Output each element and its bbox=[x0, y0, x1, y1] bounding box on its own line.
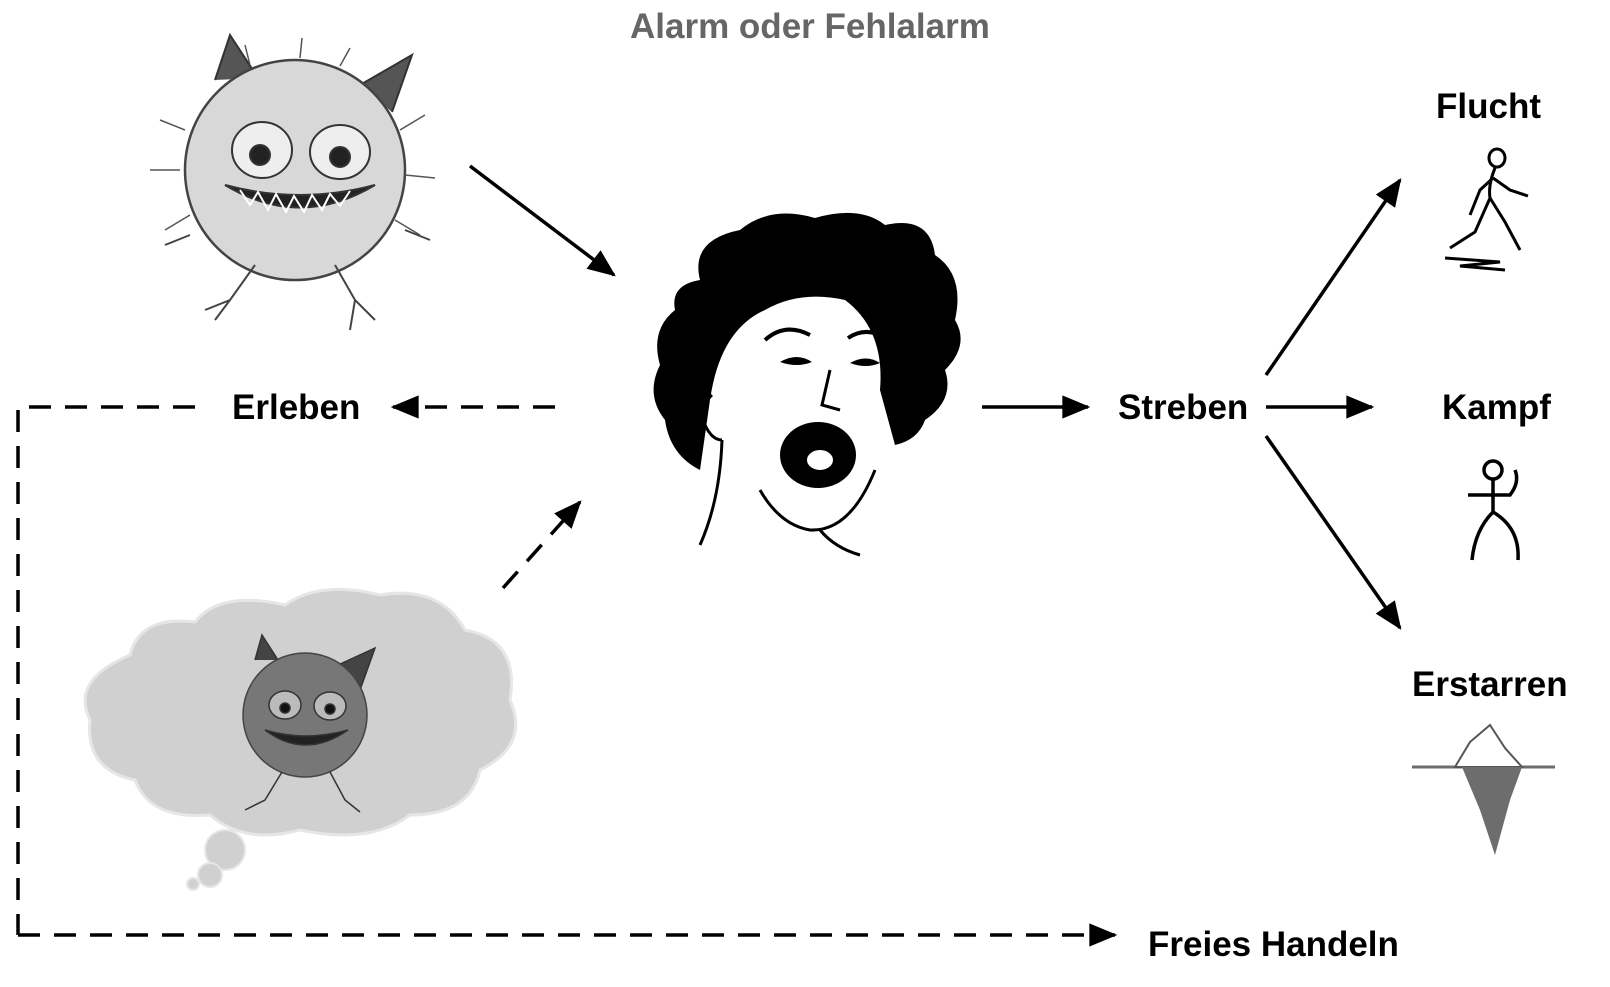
arrow-thought-to-person bbox=[503, 502, 580, 588]
label-erstarren: Erstarren bbox=[1412, 667, 1568, 702]
fighting-figure-icon bbox=[1468, 461, 1518, 560]
arrow-streben-to-flucht bbox=[1266, 180, 1400, 375]
screaming-face-icon bbox=[654, 213, 961, 555]
thought-cloud-icon bbox=[85, 589, 516, 890]
label-streben: Streben bbox=[1118, 390, 1248, 425]
label-freies-handeln: Freies Handeln bbox=[1148, 927, 1399, 962]
diagram-title: Alarm oder Fehlalarm bbox=[630, 9, 990, 44]
arrow-monster-to-person bbox=[470, 166, 614, 275]
label-kampf: Kampf bbox=[1442, 390, 1551, 425]
label-erleben: Erleben bbox=[232, 390, 360, 425]
running-figure-icon bbox=[1445, 149, 1528, 270]
arrow-streben-to-erstarren bbox=[1266, 436, 1400, 628]
label-flucht: Flucht bbox=[1436, 89, 1541, 124]
iceberg-icon bbox=[1412, 725, 1555, 855]
monster-icon bbox=[150, 35, 435, 330]
